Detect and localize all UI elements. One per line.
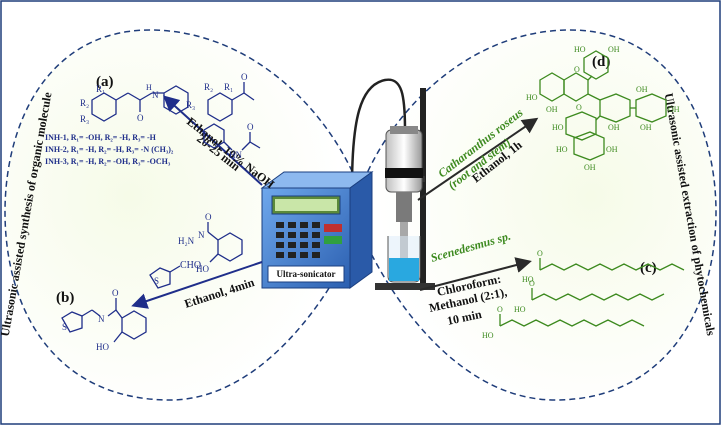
atom-label: HO <box>514 305 526 314</box>
atom-label: R₃ <box>186 100 195 110</box>
atom-label: OH <box>584 163 596 172</box>
atom-label: N <box>198 230 205 240</box>
atom-label: H₂N <box>178 236 195 246</box>
cable <box>350 78 407 189</box>
atom-label: O <box>247 122 254 132</box>
molecule-b-aldehyde: S CHO <box>149 260 201 289</box>
atom-label: HO <box>552 123 564 132</box>
atom-label: HO <box>96 342 109 352</box>
left-lobe <box>4 29 361 401</box>
molecule-c-fatty-acids: O HO O HO O HO <box>482 249 685 340</box>
atom-label: HO <box>482 331 494 340</box>
atom-label: HO <box>556 145 568 154</box>
atom-label: O <box>205 212 212 222</box>
arrow-to-c <box>419 257 532 291</box>
atom-label: HN <box>229 150 242 160</box>
atom-label: R₂ <box>80 98 89 108</box>
atom-label: O <box>537 249 543 258</box>
arrow-to-a <box>163 95 263 186</box>
atom-label: HO <box>574 45 586 54</box>
atom-label: R₃ <box>80 114 89 124</box>
atom-label: OH <box>640 123 652 132</box>
molecule-a-product: R₁ R₂ R₃ O H N <box>80 83 189 124</box>
atom-label: S <box>154 276 159 286</box>
atom-label: O <box>497 305 503 314</box>
probe-body <box>385 129 423 193</box>
atom-label: OH <box>668 105 680 114</box>
atom-label: OH <box>606 145 618 154</box>
molecule-b-hydrazide: H₂N N O HO <box>178 212 243 274</box>
atom-label: R₂ <box>204 82 213 92</box>
right-lobe <box>359 29 717 401</box>
molecule-b-product: S N O HO <box>61 288 147 352</box>
panel-label-c: (c) <box>640 260 657 276</box>
atom-label: O <box>529 279 535 288</box>
molecule-a-reagent-ketone: R₁ R₂ R₃ O <box>186 72 255 122</box>
atom-label: N <box>152 90 159 100</box>
atom-label: OH <box>608 45 620 54</box>
panel-label-d: (d) <box>592 54 610 70</box>
atom-label: HO <box>526 93 538 102</box>
device-label-box <box>267 265 345 283</box>
arrow-to-b <box>131 261 263 309</box>
device-keypad <box>276 222 320 258</box>
molecule-d-flavonoid: HO OH OH HO O O OH OH OH OH HO HO OH OH <box>526 45 680 172</box>
atom-label: OH <box>546 105 558 114</box>
atom-label: CHO <box>180 260 201 271</box>
compound-inh-1: INH-1, R₁= -OH, R₂= -H, R₃= -H <box>45 133 157 142</box>
device-label: Ultra-sonicator <box>277 269 336 279</box>
atom-label: R₁ <box>96 84 105 94</box>
atom-label: N <box>98 314 105 324</box>
ultrasonicator: Ultra-sonicator <box>260 78 407 289</box>
compound-list-a: INH-1, R₁= -OH, R₂= -H, R₃= -H INH-2, R₁… <box>45 133 174 166</box>
atom-label: HO <box>196 264 209 274</box>
atom-label: O <box>241 72 248 82</box>
probe-stand <box>375 88 435 290</box>
panel-label-b: (b) <box>56 290 74 306</box>
atom-label: R₁ <box>224 82 233 92</box>
compound-inh-2: INH-2, R₁= -H, R₂= -H, R₃= -N (CH₃)₂ <box>45 145 174 154</box>
atom-label: OH <box>636 85 648 94</box>
atom-label: O <box>137 113 144 123</box>
atom-label: O <box>576 103 582 112</box>
atom-label: O <box>574 65 580 74</box>
arrow-to-d <box>417 117 539 201</box>
atom-label: S <box>62 322 67 332</box>
atom-label: OH <box>608 123 620 132</box>
compound-inh-3: INH-3, R₁= -H, R₂= -OH, R₃= -OCH₃ <box>45 157 171 166</box>
molecule-a-reagent-amide: HN O <box>203 122 261 160</box>
atom-label: O <box>112 288 119 298</box>
atom-label: HO <box>522 275 534 284</box>
panel-label-a: (a) <box>96 74 114 90</box>
atom-label: H <box>146 83 152 92</box>
